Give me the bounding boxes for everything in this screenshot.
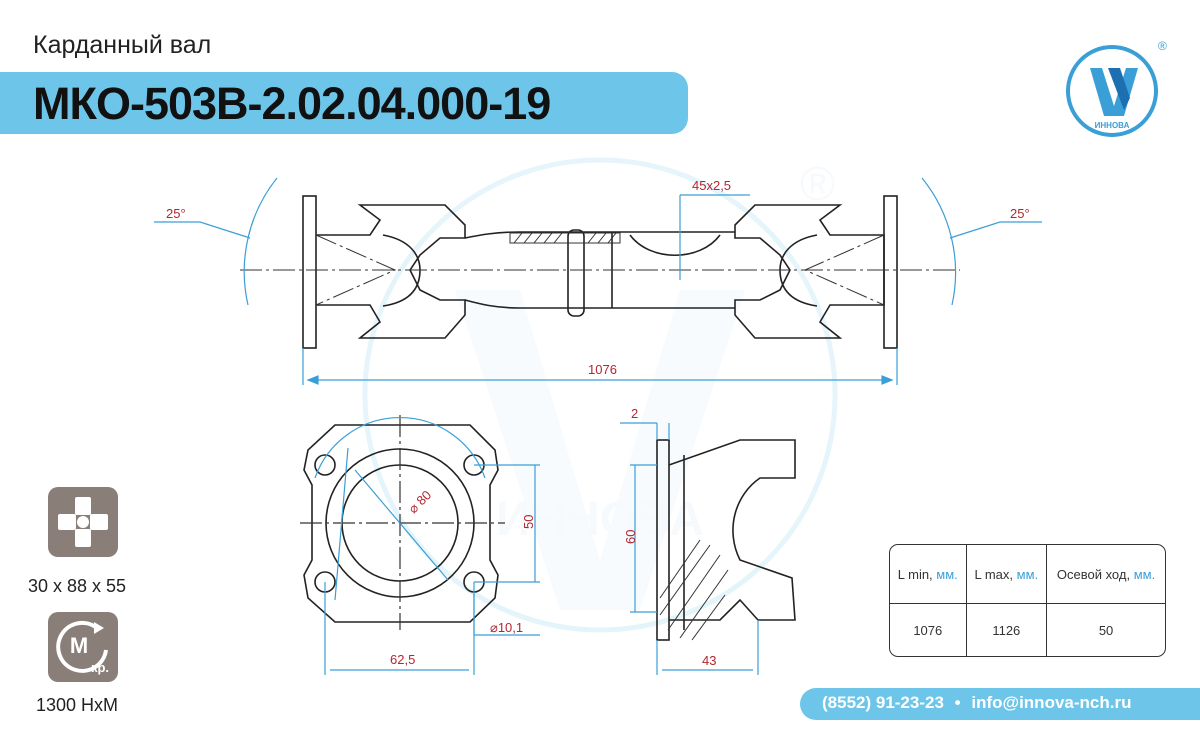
contact-info: (8552) 91-23-23 • info@innova-nch.ru <box>822 693 1131 713</box>
table-row: 1076 1126 50 <box>890 604 1165 656</box>
contact-separator: • <box>954 693 961 712</box>
bolt-spacing-v-label: 50 <box>521 515 536 529</box>
header-lmin: L min, мм. <box>890 545 967 604</box>
innova-logo: ИННОВА ® <box>1062 38 1182 143</box>
flange-front-dimensions <box>300 415 540 675</box>
flange-height-label: 60 <box>623 530 638 544</box>
chamfer-label: 45x2,5 <box>692 178 731 193</box>
part-number-title: МКО-503В-2.02.04.000-19 <box>33 78 551 129</box>
flange-diameter-label: ⌀ 80 <box>405 487 434 516</box>
parameters-table: L min, мм. L max, мм. Осевой ход, мм. 10… <box>889 544 1166 657</box>
cross-size-value: 30 x 88 x 55 <box>28 576 127 596</box>
right-axis-line <box>803 234 885 306</box>
logo-brand-text: ИННОВА <box>1095 121 1130 130</box>
header-axial-travel: Осевой ход, мм. <box>1047 545 1165 604</box>
email-link[interactable]: info@innova-nch.ru <box>971 693 1132 712</box>
angle-dimensions <box>154 177 1042 306</box>
torque-icon-sub: кр. <box>91 660 109 675</box>
contact-banner <box>800 688 1200 720</box>
flange-thickness-label: 2 <box>631 406 638 421</box>
registered-mark: ® <box>1158 39 1167 53</box>
angle-left-label: 25° <box>166 206 186 221</box>
overall-length-label: 1076 <box>588 362 617 377</box>
chamfer-leader <box>679 194 750 280</box>
header-lmax: L max, мм. <box>966 545 1048 604</box>
title-banner <box>0 72 688 134</box>
value-lmin: 1076 <box>890 604 967 656</box>
angle-right-label: 25° <box>1010 206 1030 221</box>
shaft-side-view <box>302 195 898 349</box>
product-type-label: Карданный вал <box>33 31 212 59</box>
value-axial-travel: 50 <box>1098 622 1114 638</box>
hole-diameter-label: ⌀10,1 <box>490 620 523 635</box>
watermark-registered: ® <box>800 158 835 211</box>
bolt-spacing-h-label: 62,5 <box>390 652 415 667</box>
cross-size-icon <box>48 487 118 557</box>
yoke-section-view <box>656 439 796 641</box>
table-header-row: L min, мм. L max, мм. Осевой ход, мм. <box>890 545 1165 604</box>
yoke-section-dimensions <box>620 422 759 675</box>
watermark: ИННОВА ® <box>362 157 838 633</box>
yoke-section-hatch <box>659 539 729 641</box>
phone-number[interactable]: (8552) 91-23-23 <box>822 693 944 712</box>
torque-value: 1300 НхМ <box>36 695 119 715</box>
yoke-depth-label: 43 <box>702 653 716 668</box>
torque-icon-letter: М <box>70 633 88 658</box>
value-lmax: 1126 <box>967 604 1048 656</box>
torque-icon: М кр. <box>48 612 118 682</box>
spline-hatch <box>509 232 621 244</box>
overall-length-dimension <box>302 348 898 385</box>
left-axis-line <box>315 234 397 306</box>
